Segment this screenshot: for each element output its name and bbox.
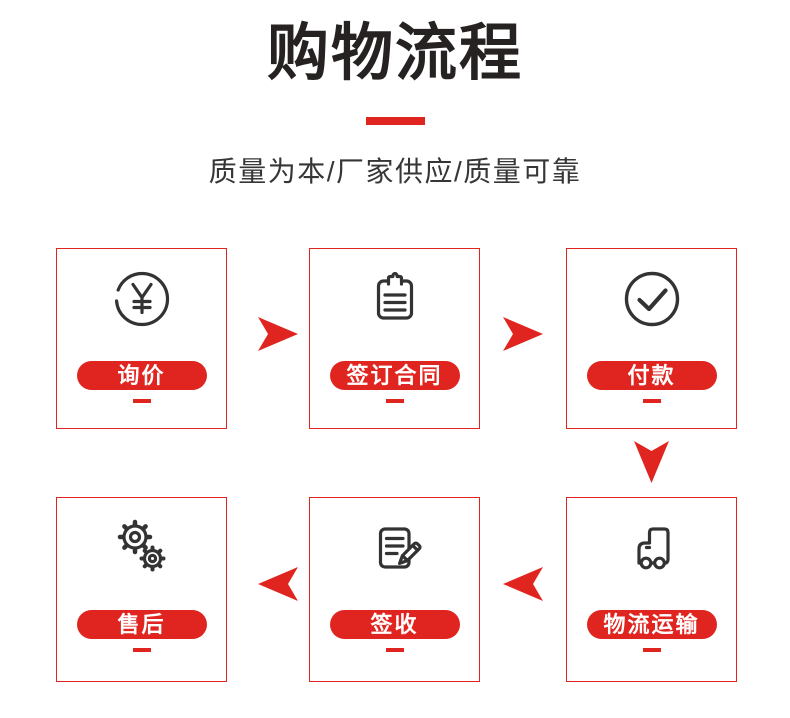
- flow-arrow-left-icon: [503, 567, 543, 601]
- step-label-pill: 物流运输: [586, 610, 717, 639]
- contract-clipboard-icon: [376, 271, 413, 320]
- step-card-receipt: 签收: [309, 497, 480, 682]
- step-label-pill: 付款: [586, 361, 717, 390]
- truck-icon: [636, 527, 670, 570]
- step-dash: [642, 648, 661, 652]
- flow-arrow-right-icon: [258, 317, 298, 351]
- step-card-contract: 签订合同: [309, 248, 480, 429]
- step-label-pill: 售后: [76, 610, 207, 639]
- step-card-payment: 付款: [566, 248, 737, 429]
- page-title: 购物流程: [266, 19, 523, 88]
- step-dash: [132, 399, 151, 403]
- step-label-pill: 询价: [76, 361, 207, 390]
- page-subtitle: 质量为本/厂家供应/质量可靠: [208, 156, 582, 187]
- flow-arrow-left-icon: [258, 567, 298, 601]
- step-label-pill: 签收: [329, 610, 460, 639]
- step-dash: [132, 648, 151, 652]
- step-dash: [642, 399, 661, 403]
- document-pencil-icon: [378, 527, 422, 569]
- flow-arrow-down-icon: [634, 441, 669, 483]
- gears-icon: [117, 519, 165, 572]
- check-circle-icon: [624, 271, 679, 327]
- yuan-circle-icon: [114, 271, 169, 327]
- step-dash: [385, 399, 404, 403]
- step-card-aftersales: 售后: [56, 497, 227, 682]
- step-card-logistics: 物流运输: [566, 497, 737, 682]
- step-card-inquiry: 询价: [56, 248, 227, 429]
- flow-arrow-right-icon: [503, 317, 543, 351]
- step-label-pill: 签订合同: [329, 361, 460, 390]
- step-dash: [385, 648, 404, 652]
- title-divider: [366, 117, 425, 125]
